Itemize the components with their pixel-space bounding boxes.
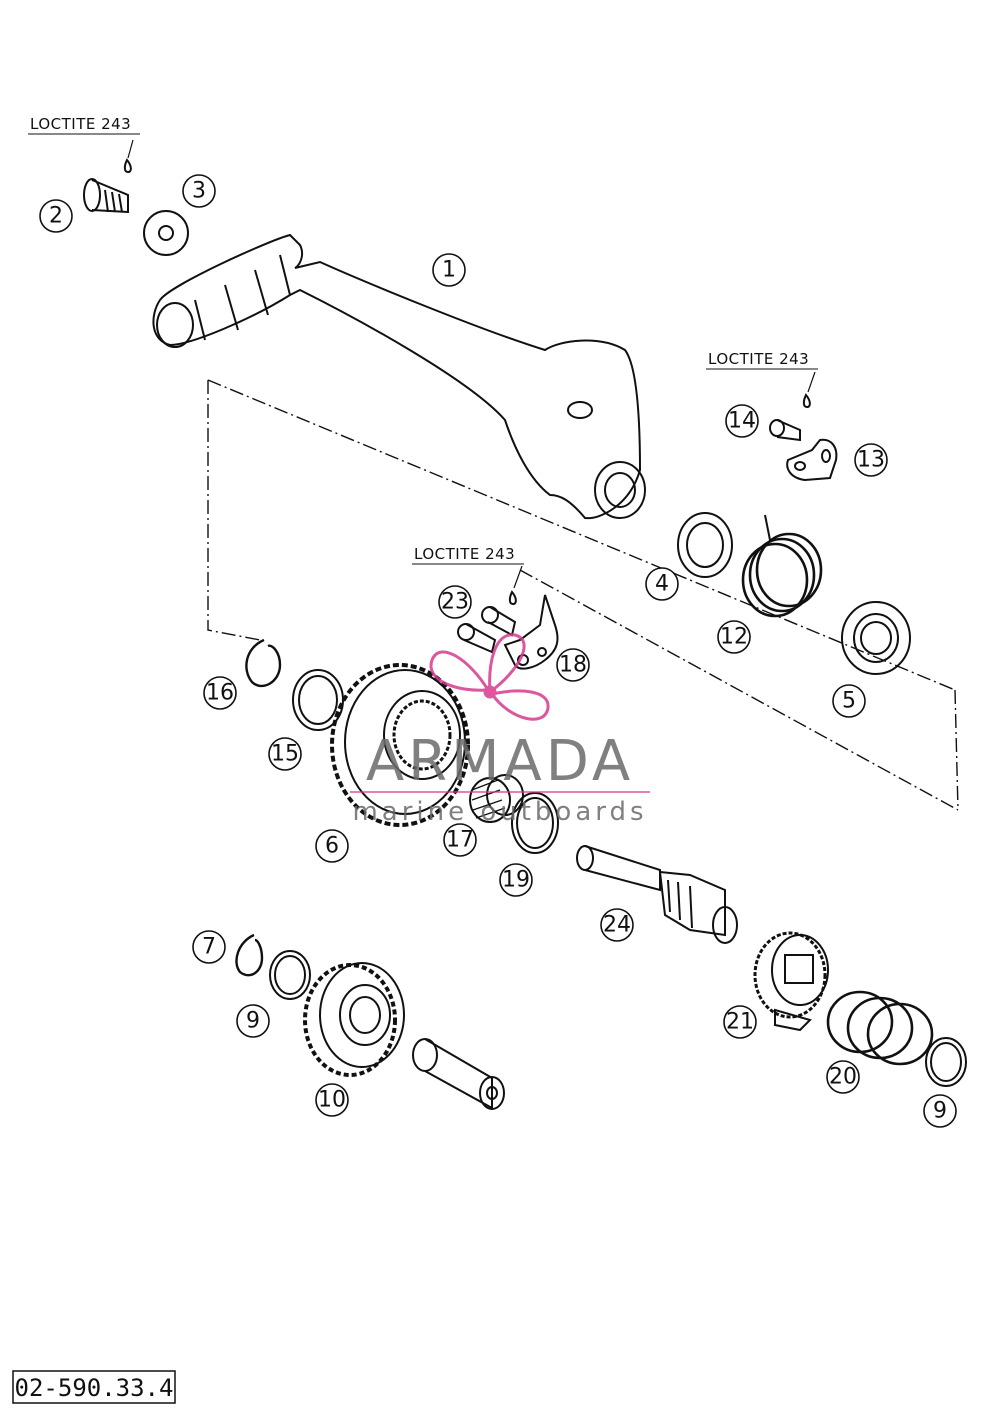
callout-21: 21 [726,1010,754,1035]
callout-1: 1 [442,258,456,283]
gear-6 [330,663,470,827]
gear-10 [303,962,405,1077]
callout-13: 13 [857,448,885,473]
propeller-logo-icon [429,633,550,721]
circlip-7 [235,933,264,977]
assembly-outline [207,380,261,641]
callout-10: 10 [318,1088,346,1113]
circlip-16 [245,638,282,688]
callout-9: 9 [246,1009,260,1034]
callout-2: 2 [49,204,63,229]
loctite-drop [123,158,132,174]
bolt-14 [769,419,801,442]
callout-4: 4 [655,572,669,597]
spring-12 [741,514,823,618]
callout-9: 9 [933,1099,947,1124]
washer-9-right [925,1037,967,1087]
loctite-label: LOCTITE 243 [414,545,515,563]
bracket-13 [786,438,838,482]
callout-17: 17 [446,828,474,853]
screw-2 [83,178,129,214]
callout-20: 20 [829,1065,857,1090]
pin-10 [412,1038,505,1110]
callout-12: 12 [720,625,748,650]
callout-16: 16 [206,681,234,706]
callout-24: 24 [603,913,631,938]
callout-5: 5 [842,689,856,714]
needle-bearing-17 [469,774,524,823]
washer-4 [677,512,733,578]
loctite-drop [508,590,517,606]
callout-19: 19 [502,868,530,893]
watermark-brand: ARMADA [366,729,634,794]
washer-3 [143,210,189,256]
washer-5 [841,601,911,675]
loctite-label: LOCTITE 243 [30,115,131,133]
watermark-tagline: marine outboards [352,797,647,827]
callout-18: 18 [559,653,587,678]
washer-9-left [269,950,311,1000]
loctite-label: LOCTITE 243 [708,350,809,368]
callout-7: 7 [202,935,216,960]
shaft-24 [576,845,738,944]
reference-code: 02-590.33.4 [15,1374,174,1402]
reference-code-box [12,1370,176,1404]
ratchet-gear-21 [753,931,829,1032]
callout-3: 3 [192,179,206,204]
callout-15: 15 [271,742,299,767]
callout-14: 14 [728,409,756,434]
callout-6: 6 [325,834,339,859]
loctite-drop [802,393,811,409]
watermark: ARMADA marine outboards [350,633,650,827]
callout-23: 23 [441,590,469,615]
spring-20 [826,990,934,1066]
bolts-23 [457,606,517,654]
kick-lever [152,233,646,520]
washer-19 [511,792,559,854]
